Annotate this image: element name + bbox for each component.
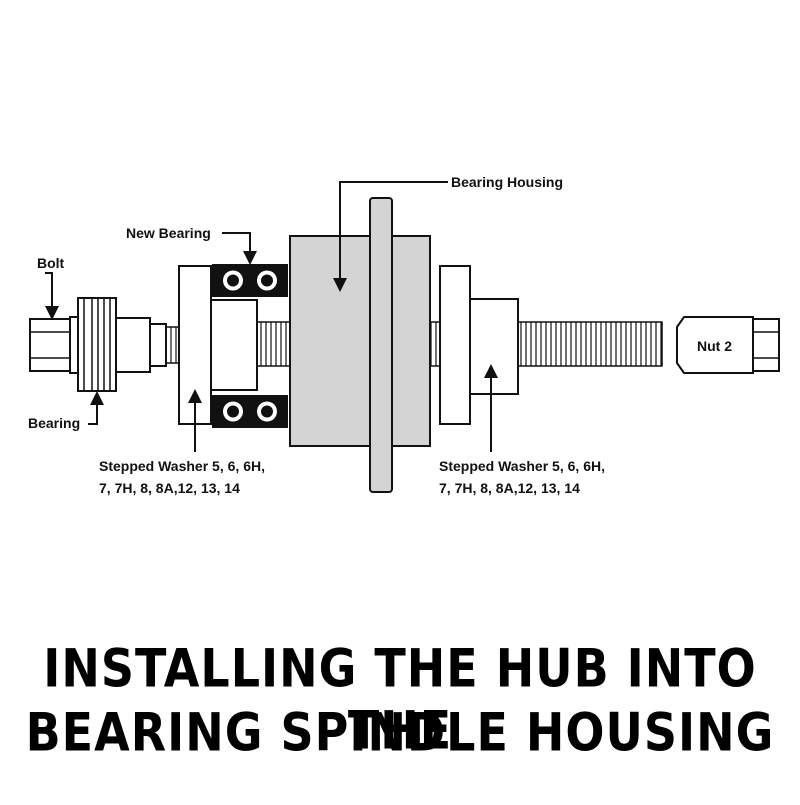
thrust-bearing <box>77 297 167 392</box>
new-bearing-callout <box>222 232 257 265</box>
bolt-label: Bolt <box>37 255 65 271</box>
bolt-head <box>29 318 71 372</box>
bearing-housing-label: Bearing Housing <box>451 174 563 190</box>
washer-left-label-line2: 7, 7H, 8, 8A,12, 13, 14 <box>99 480 240 496</box>
washer-right-label-line2: 7, 7H, 8, 8A,12, 13, 14 <box>439 480 580 496</box>
washer-left-label-line1: Stepped Washer 5, 6, 6H, <box>99 458 265 474</box>
callouts <box>45 181 498 452</box>
rod-thread-right <box>517 321 663 367</box>
washer-right-step <box>469 298 519 395</box>
washer-right-label-line1: Stepped Washer 5, 6, 6H, <box>439 458 605 474</box>
housing-body <box>289 235 431 447</box>
title-line-1: INSTALLING THE HUB INTO THE <box>43 636 757 762</box>
nut-hex <box>752 318 780 372</box>
bearing-housing-callout <box>333 181 448 292</box>
bearing-housing <box>289 197 431 493</box>
bearing-collar <box>115 317 151 373</box>
new-bearing <box>212 264 288 428</box>
bolt-callout <box>45 272 59 320</box>
bearing-callout <box>88 391 104 425</box>
nut-body <box>676 316 754 374</box>
nut-2: Nut 2 <box>676 316 780 374</box>
housing-flange <box>369 197 393 493</box>
washer-right-flange <box>439 265 471 425</box>
rod-thread-mid <box>256 321 292 367</box>
title-line-2: BEARING SPINDLE HOUSING <box>25 700 775 764</box>
bearing-label: Bearing <box>28 415 80 431</box>
new-bearing-label: New Bearing <box>126 225 211 241</box>
nut-2-label: Nut 2 <box>697 338 732 354</box>
bolt <box>29 316 80 374</box>
washer-left-step <box>210 299 258 391</box>
stepped-washer-right <box>439 265 519 425</box>
bearing-spacer <box>149 323 167 367</box>
